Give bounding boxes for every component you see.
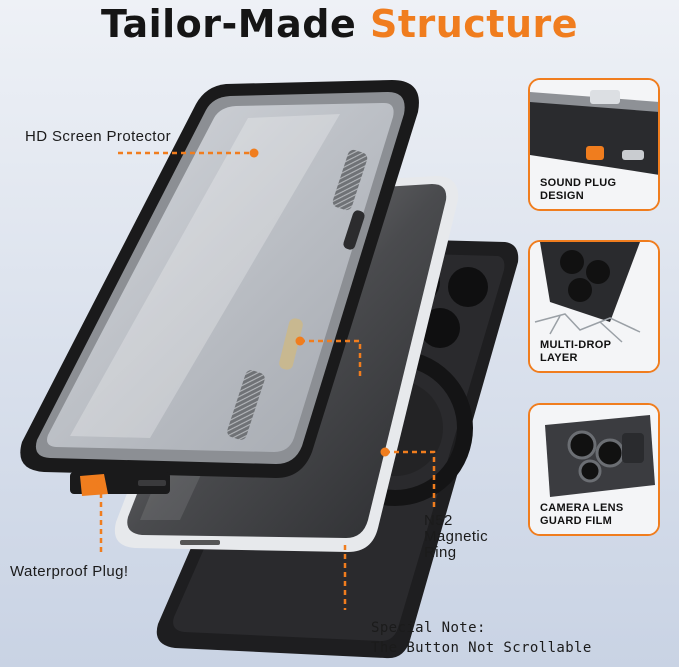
ring-line-3: Ring	[424, 544, 457, 561]
inset-sound-plug-caption: SOUND PLUG DESIGN	[540, 177, 616, 203]
side-grip-top	[332, 149, 368, 211]
inset-multi-drop-caption: MULTI-DROP LAYER	[540, 339, 611, 365]
ring-callout-line	[300, 339, 362, 380]
ring-callout-line-2	[385, 450, 436, 510]
inset-sound-plug: SOUND PLUG DESIGN	[528, 78, 660, 211]
page-title: Tailor-Made Structure	[0, 2, 679, 46]
camera-hole-3	[420, 308, 460, 348]
waterproof-plug-label: Waterproof Plug!	[10, 563, 129, 580]
ring-line-2: Magnetic	[424, 528, 489, 545]
volume-button	[343, 210, 365, 250]
camera-lens-closeup-icon	[530, 405, 658, 534]
screen-protector-label: HD Screen Protector	[25, 128, 171, 145]
inset-camera-lens: CAMERA LENS GUARD FILM	[528, 403, 660, 536]
note-line-2: The Button Not Scrollable	[371, 640, 592, 656]
ring-callout-dot	[380, 447, 390, 457]
inset-2-line-2: LAYER	[540, 352, 578, 364]
callout-lines	[99, 151, 436, 610]
note-line-1: Special Note:	[371, 620, 486, 636]
front-frame	[20, 80, 419, 496]
ring-line-1: N52	[424, 512, 453, 529]
inset-1-line-1: SOUND PLUG	[540, 177, 617, 189]
inset-1-line-2: DESIGN	[540, 190, 584, 202]
sound-plug-closeup-icon	[530, 80, 658, 209]
title-accent: Structure	[369, 2, 579, 46]
inset-2-line-1: MULTI-DROP	[540, 339, 612, 351]
inset-multi-drop: MULTI-DROP LAYER	[528, 240, 660, 373]
camera-hole-2	[448, 267, 488, 307]
screen-callout-dot	[249, 148, 259, 158]
plug-callout-dot	[96, 479, 106, 489]
side-grip-bottom	[227, 370, 265, 440]
title-main: Tailor-Made	[100, 2, 357, 46]
magnetic-ring-label: N52 Magnetic Ring	[424, 513, 488, 561]
inset-camera-lens-caption: CAMERA LENS GUARD FILM	[540, 502, 624, 528]
button-callout-dot	[295, 336, 305, 346]
special-note: Special Note: The Button Not Scrollable	[371, 618, 592, 658]
magsafe-button	[279, 318, 303, 370]
drop-impact-closeup-icon	[530, 242, 658, 371]
charging-port	[180, 540, 220, 545]
inset-3-line-1: CAMERA LENS	[540, 502, 624, 514]
inset-3-line-2: GUARD FILM	[540, 515, 613, 527]
speaker-grill	[138, 480, 166, 486]
